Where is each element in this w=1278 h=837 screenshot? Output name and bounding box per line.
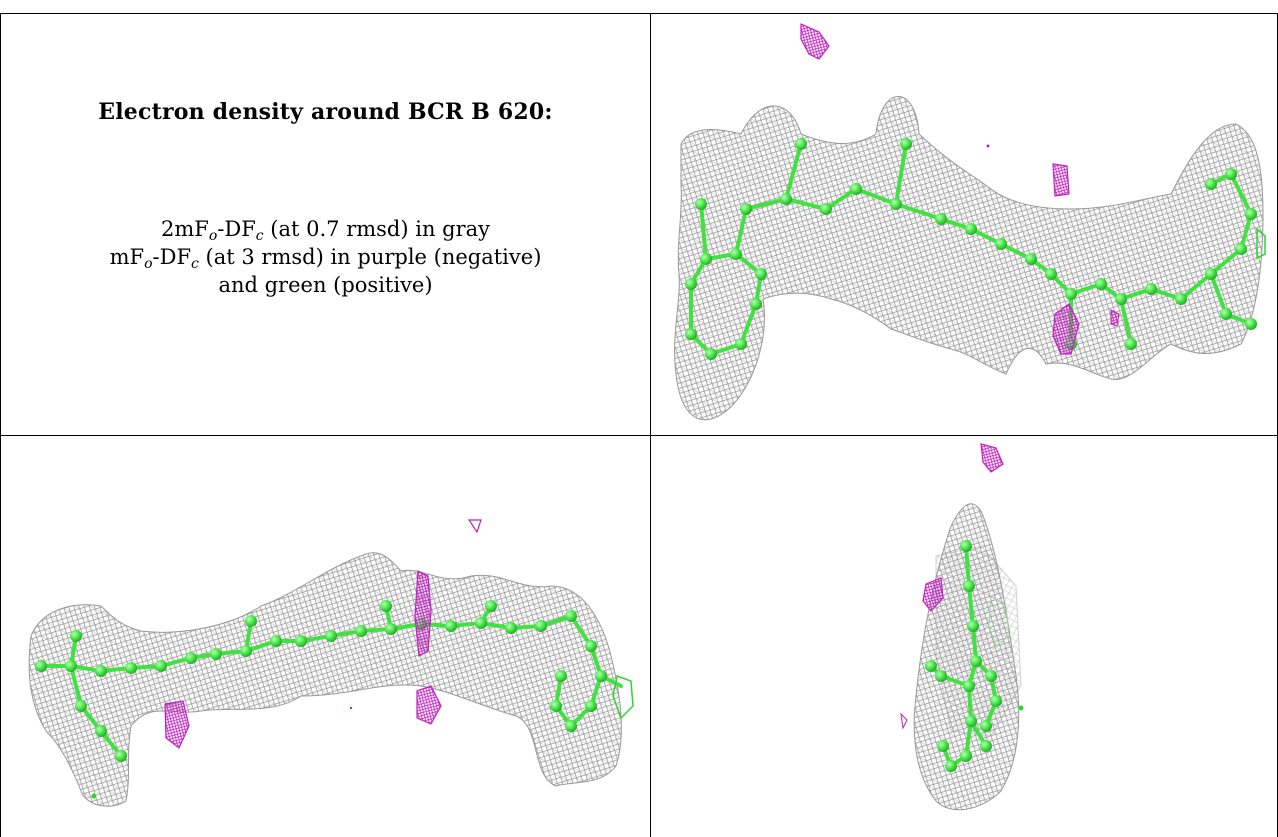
caption-subscript: o <box>144 256 153 272</box>
caption-subscript: c <box>255 228 264 244</box>
caption-line-fo-fc: mFo-DFc (at 3 rmsd) in purple (negative) <box>1 245 650 272</box>
bcr-atoms-side <box>35 600 607 762</box>
caption-text: -DF <box>217 217 256 241</box>
positive-density-blob <box>1256 227 1266 260</box>
gray-density-mesh <box>674 96 1264 421</box>
density-figure-side <box>28 519 634 807</box>
negative-density-blobs-end <box>900 443 1004 730</box>
table-top-border <box>0 13 1278 14</box>
table-center-border <box>650 13 651 837</box>
table-middle-border <box>0 435 1278 436</box>
density-panel-end-view <box>651 436 1277 837</box>
caption-subscript: c <box>191 256 199 272</box>
caption-text: -DF <box>152 245 192 269</box>
density-figure-end <box>900 443 1024 811</box>
caption-cell: Electron density around BCR B 620: 2mFo-… <box>1 14 650 434</box>
bcr-atoms-end <box>925 540 1002 772</box>
caption-text: (at 3 rmsd) in purple (negative) <box>198 245 542 269</box>
density-figure-front <box>674 23 1266 421</box>
negative-density-blobs-front <box>800 23 1120 355</box>
negative-density-blobs-side <box>164 519 482 749</box>
gray-density-mesh <box>28 552 622 807</box>
positive-density-blob <box>1018 705 1024 711</box>
positive-density-blob <box>988 595 1010 647</box>
caption-line-positive: and green (positive) <box>218 273 433 297</box>
caption-text: mF <box>109 245 145 269</box>
caption-text: (at 0.7 rmsd) in gray <box>263 217 491 241</box>
caption-line-2fo-fc: 2mFo-DFc (at 0.7 rmsd) in gray <box>1 217 650 244</box>
density-panel-front-view <box>651 14 1277 435</box>
caption-subscript: o <box>208 228 218 244</box>
density-panel-side-view <box>1 436 650 837</box>
caption-title: Electron density around BCR B 620: <box>98 99 553 125</box>
caption-text: 2mF <box>160 217 209 241</box>
positive-density-blobs-side <box>91 675 634 799</box>
table-left-border <box>0 13 1 837</box>
